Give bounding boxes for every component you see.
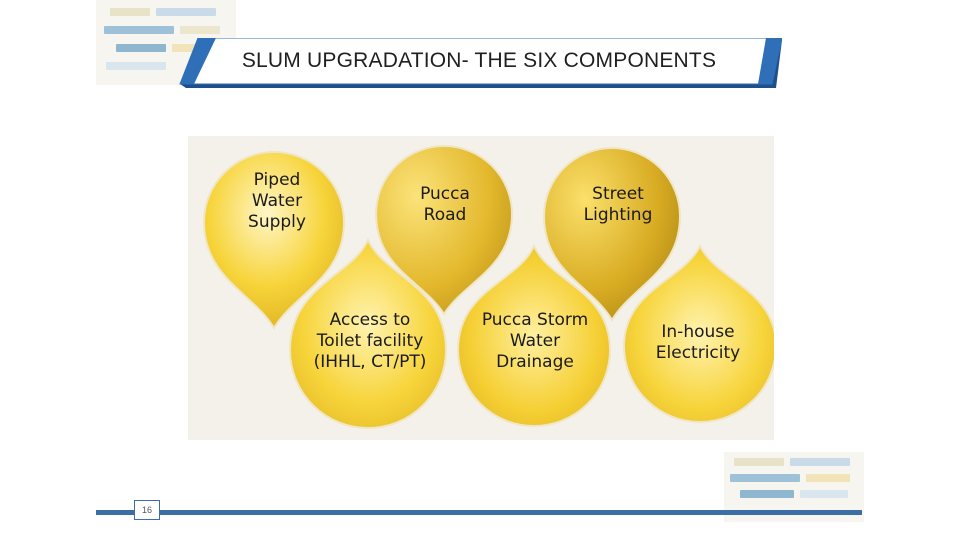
label-line: Supply <box>248 212 306 232</box>
label-line: Electricity <box>655 343 741 363</box>
droplet-street-lighting <box>542 147 682 322</box>
footer-rule <box>96 510 862 515</box>
label-line: In-house <box>661 322 735 342</box>
label-line: Pucca <box>420 184 470 204</box>
slide-title: SLUM UPGRADATION- THE SIX COMPONENTS <box>241 49 717 72</box>
droplet-piped-water <box>202 151 346 330</box>
label-line: Drainage <box>496 352 574 372</box>
droplets-graphic <box>202 145 774 429</box>
component-label-storm-drainage: Pucca Storm Water Drainage <box>470 310 600 373</box>
component-label-electricity: In-house Electricity <box>644 322 752 364</box>
component-label-street-lighting: Street Lighting <box>572 184 664 226</box>
label-line: Access to <box>329 310 411 330</box>
label-line: Water <box>509 331 561 351</box>
droplet-storm-drainage <box>456 243 612 427</box>
component-label-toilet-access: Access to Toilet facility (IHHL, CT/PT) <box>300 310 440 373</box>
label-line: Road <box>423 205 467 225</box>
component-label-piped-water: Piped Water Supply <box>240 170 314 233</box>
slide-number: 16 <box>134 500 160 520</box>
droplet-pucca-road <box>374 145 514 316</box>
component-label-pucca-road: Pucca Road <box>410 184 480 226</box>
droplet-electricity <box>622 243 774 423</box>
label-line: Lighting <box>583 205 653 225</box>
label-line: Water <box>251 191 303 211</box>
label-line: Pucca Storm <box>481 310 589 330</box>
label-line: Street <box>592 184 644 204</box>
droplet-toilet-access <box>288 237 448 429</box>
label-line: Toilet facility <box>316 331 424 351</box>
label-line: Piped <box>253 170 301 190</box>
label-line: (IHHL, CT/PT) <box>313 352 427 372</box>
components-infographic: Piped Water Supply Pucca Road Street Lig… <box>188 136 774 440</box>
title-banner-shape <box>179 38 782 88</box>
title-banner: SLUM UPGRADATION- THE SIX COMPONENTS <box>176 38 782 88</box>
